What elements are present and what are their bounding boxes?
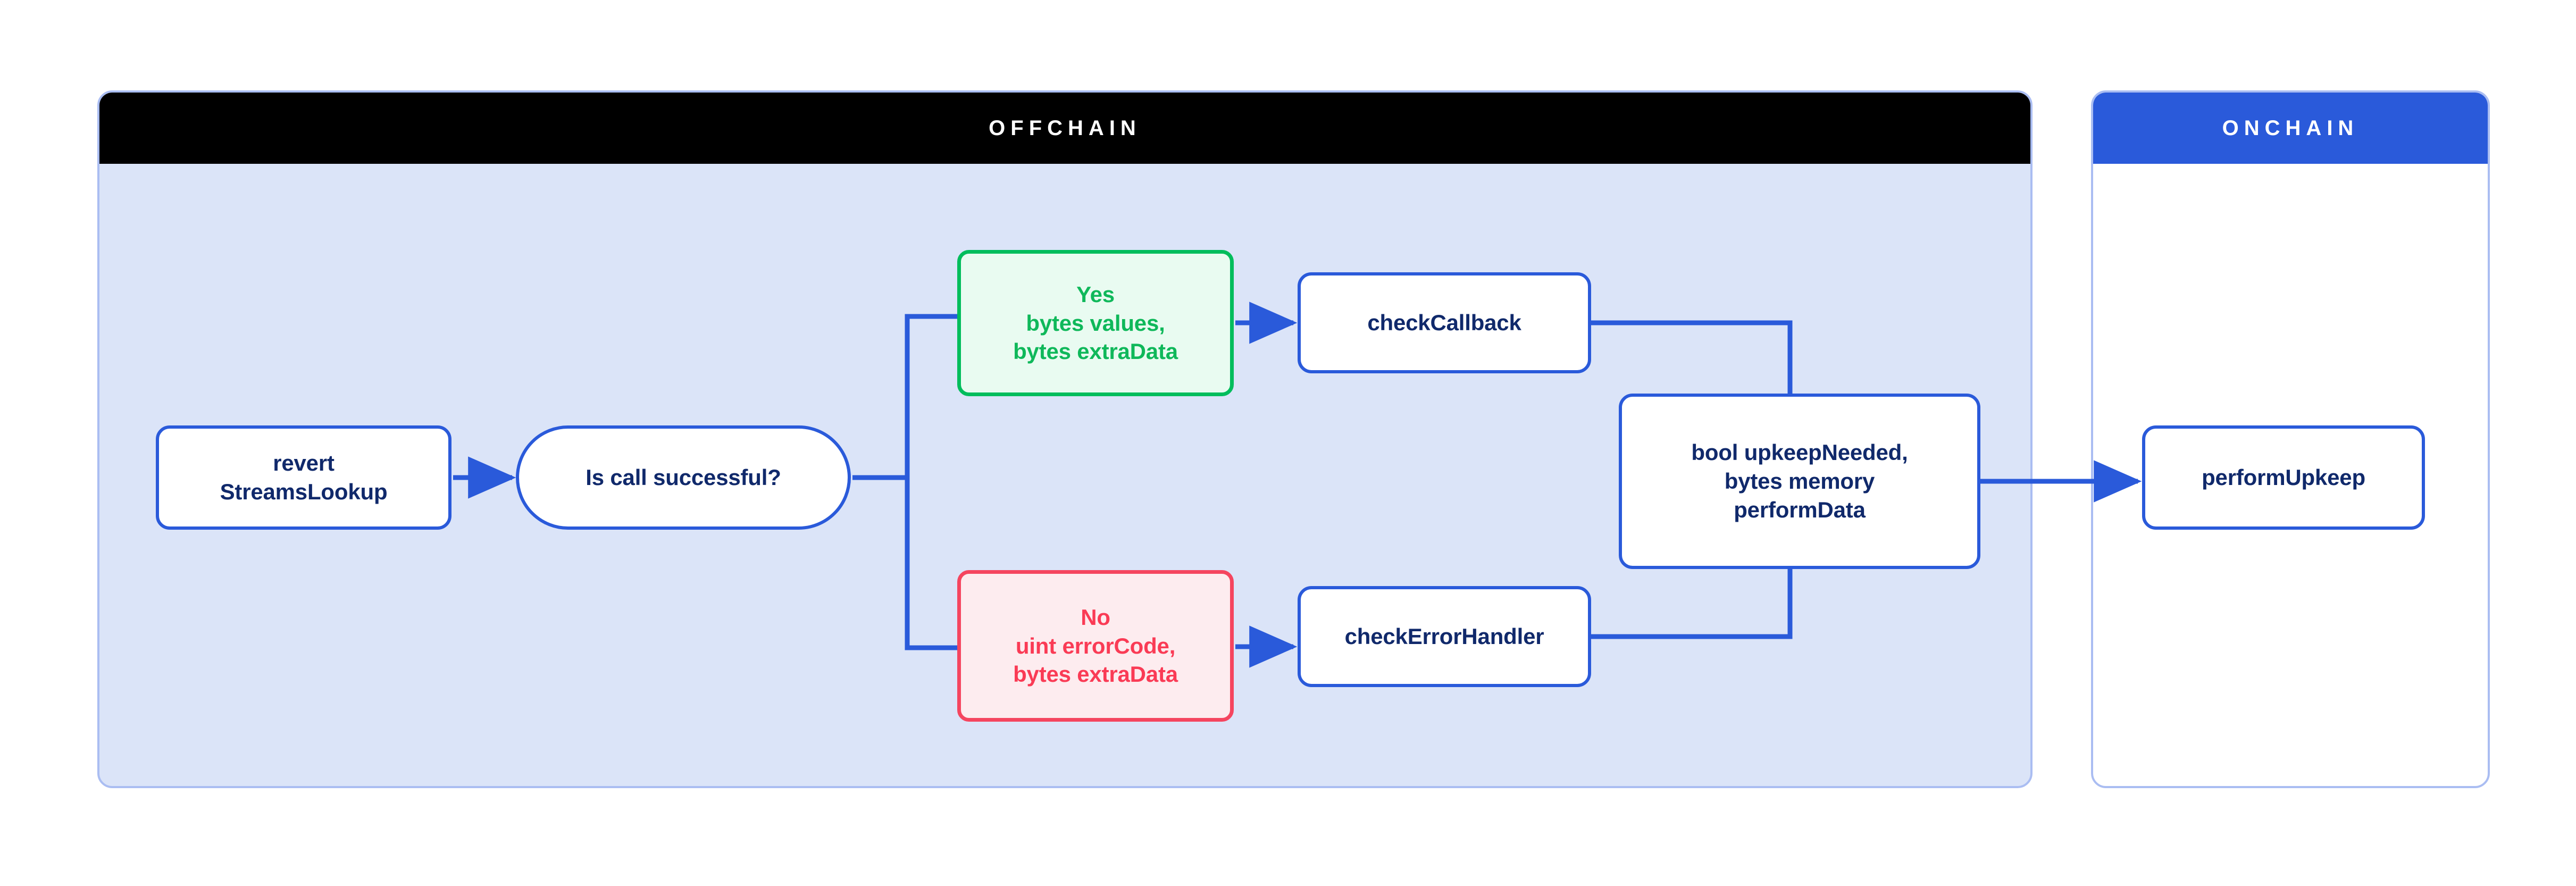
node-performupkeep[interactable]: performUpkeep	[2142, 425, 2425, 530]
panel-onchain-header: ONCHAIN	[2093, 93, 2488, 164]
panel-offchain-header: OFFCHAIN	[99, 93, 2030, 164]
node-revert-streamslookup[interactable]: revert StreamsLookup	[156, 425, 451, 530]
node-checkerrorhandler[interactable]: checkErrorHandler	[1298, 586, 1591, 687]
node-no-branch[interactable]: No uint errorCode, bytes extraData	[957, 570, 1234, 722]
node-yes-branch[interactable]: Yes bytes values, bytes extraData	[957, 250, 1234, 396]
node-upkeepneeded-performdata[interactable]: bool upkeepNeeded, bytes memory performD…	[1619, 394, 1980, 569]
node-is-call-successful[interactable]: Is call successful?	[516, 425, 851, 530]
node-checkcallback[interactable]: checkCallback	[1298, 272, 1591, 373]
